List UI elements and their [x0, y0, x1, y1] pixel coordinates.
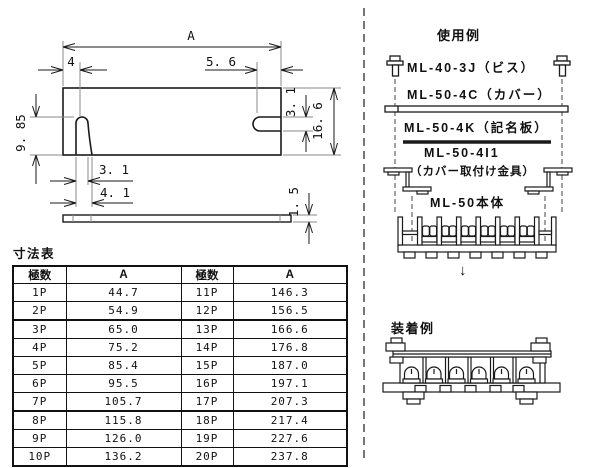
part-label-body: ML-50本体 — [430, 196, 506, 210]
col-header-a: A — [232, 265, 348, 284]
cover-mount-screw-icon — [530, 337, 551, 364]
dim-label-plate-thickness: 1. 5 — [286, 187, 301, 217]
dim-label-cover-height: 16. 6 — [310, 102, 325, 140]
bottom-bolt-icon — [515, 391, 538, 405]
side-strip-outline — [62, 214, 292, 223]
dimension-lines — [35, 46, 335, 244]
usage-example-title: 使用例 — [437, 28, 481, 43]
mounted-assembly-view — [382, 337, 561, 405]
col-header-poles: 極数 — [12, 265, 67, 284]
part-label-bracket-code: ML-50-4I1 — [424, 146, 500, 160]
assembly-center-lines — [394, 79, 563, 243]
part-label-cover: ML-50-4C（カバー） — [407, 88, 552, 102]
mounting-bracket-icon — [524, 167, 573, 195]
usage-exploded-view — [383, 55, 573, 259]
mounting-example-title: 装着例 — [391, 321, 435, 336]
dimension-table-title: 寸法表 — [13, 247, 56, 261]
col-header-a: A — [65, 265, 182, 284]
terminal-screws — [421, 225, 535, 243]
part-label-screw: ML-40-3J（ビス） — [407, 61, 536, 75]
terminal-block-body — [397, 216, 557, 259]
cover-plate-bar — [384, 105, 569, 113]
screw-icon — [386, 55, 404, 77]
dim-label-right-slot-width: 3. 1 — [283, 87, 298, 117]
part-label-nameplate: ML-50-4K（記名板） — [404, 121, 549, 135]
cover-plate-outline — [62, 87, 282, 156]
dim-label-tab-height: 9. 85 — [13, 114, 28, 152]
dim-label-overall-width: A — [187, 28, 195, 43]
right-side-slot — [252, 116, 281, 132]
dimension-arrowheads — [32, 43, 338, 234]
cover-side-view — [62, 214, 292, 223]
flow-down-arrow: ↓ — [459, 262, 467, 279]
table-header-row: 極数 A 極数 A — [12, 265, 348, 284]
part-label-bracket-desc: （カバー取付け金具） — [410, 166, 535, 178]
dim-label-right-slot-length: 5. 6 — [206, 54, 236, 69]
left-tab-slot — [75, 116, 93, 156]
screw-icon — [553, 55, 571, 77]
terminal-screw-domes — [402, 366, 536, 384]
dim-label-tab-slot-inner: 3. 1 — [99, 162, 129, 177]
cover-front-view — [62, 87, 282, 156]
bottom-bolt-icon — [402, 391, 425, 405]
dim-label-tab-slot-outer: 4. 1 — [100, 185, 130, 200]
col-header-poles: 極数 — [180, 265, 234, 284]
cover-mount-screw-icon — [385, 337, 406, 364]
dim-label-left-tab-offset: 4 — [67, 54, 75, 69]
mounting-bracket-icon — [383, 167, 432, 195]
